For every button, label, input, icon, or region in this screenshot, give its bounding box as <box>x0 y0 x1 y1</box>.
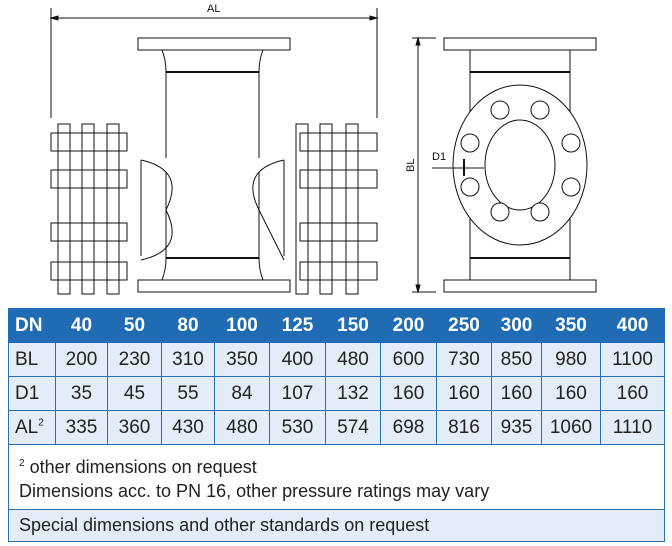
front-view <box>50 37 378 295</box>
table-cell: 1060 <box>541 410 601 445</box>
header-cell: 150 <box>325 308 381 343</box>
row-label: AL2 <box>8 410 56 445</box>
footnote-text: other dimensions on request <box>29 456 257 477</box>
header-cell: 125 <box>269 308 326 343</box>
table-cell: 160 <box>436 376 492 411</box>
table-cell: 935 <box>491 410 542 445</box>
special-row: Special dimensions and other standards o… <box>8 509 665 542</box>
footnote-marker: 2 <box>38 417 44 429</box>
special-note: Special dimensions and other standards o… <box>8 509 665 542</box>
table-cell: 45 <box>107 376 162 411</box>
table-cell: 480 <box>214 410 270 445</box>
table-cell: 1110 <box>600 410 665 445</box>
header-cell: 350 <box>541 308 601 343</box>
table-cell: 530 <box>269 410 326 445</box>
row-label: D1 <box>8 376 56 411</box>
header-cell: 100 <box>214 308 270 343</box>
row-label-text: AL <box>15 416 39 438</box>
table-cell: 816 <box>436 410 492 445</box>
table-cell: 160 <box>541 376 601 411</box>
table-cell: 730 <box>436 342 492 377</box>
d1-label: D1 <box>432 151 446 163</box>
header-cell: 40 <box>55 308 108 343</box>
table-cell: 850 <box>491 342 542 377</box>
header-cell: 80 <box>161 308 215 343</box>
table-cell: 574 <box>325 410 381 445</box>
table-cell: 350 <box>214 342 270 377</box>
table-cell: 35 <box>55 376 108 411</box>
row-label-text: BL <box>15 348 39 370</box>
table-cell: 160 <box>380 376 437 411</box>
header-cell: 300 <box>491 308 542 343</box>
row-label: BL <box>8 342 56 377</box>
table-cell: 600 <box>380 342 437 377</box>
table-cell: 698 <box>380 410 437 445</box>
table-cell: 84 <box>214 376 270 411</box>
side-view: BL D1 <box>405 36 597 294</box>
table-cell: 107 <box>269 376 326 411</box>
al-dimension: AL <box>49 3 379 118</box>
table-cell: 335 <box>55 410 108 445</box>
table-cell: 480 <box>325 342 381 377</box>
table-cell: 230 <box>107 342 162 377</box>
table-cell: 55 <box>161 376 215 411</box>
table-cell: 132 <box>325 376 381 411</box>
header-cell: 250 <box>436 308 492 343</box>
row-label-text: D1 <box>15 382 40 404</box>
table-cell: 360 <box>107 410 162 445</box>
table-cell: 980 <box>541 342 601 377</box>
table-cell: 160 <box>600 376 665 411</box>
header-label: DN <box>8 308 56 343</box>
table-cell: 310 <box>161 342 215 377</box>
header-cell: 50 <box>107 308 162 343</box>
footnote-marker: 2 <box>19 457 25 469</box>
table-cell: 160 <box>491 376 542 411</box>
table-cell: 400 <box>269 342 326 377</box>
table-cell: 200 <box>55 342 108 377</box>
strainer-technical-drawing: AL BL <box>49 3 597 295</box>
header-cell: 400 <box>600 308 665 343</box>
bl-label: BL <box>405 159 417 172</box>
table-cell: 430 <box>161 410 215 445</box>
pressure-note: Dimensions acc. to PN 16, other pressure… <box>19 480 490 501</box>
al-label: AL <box>207 3 220 15</box>
table-cell: 1100 <box>600 342 665 377</box>
header-cell: 200 <box>380 308 437 343</box>
